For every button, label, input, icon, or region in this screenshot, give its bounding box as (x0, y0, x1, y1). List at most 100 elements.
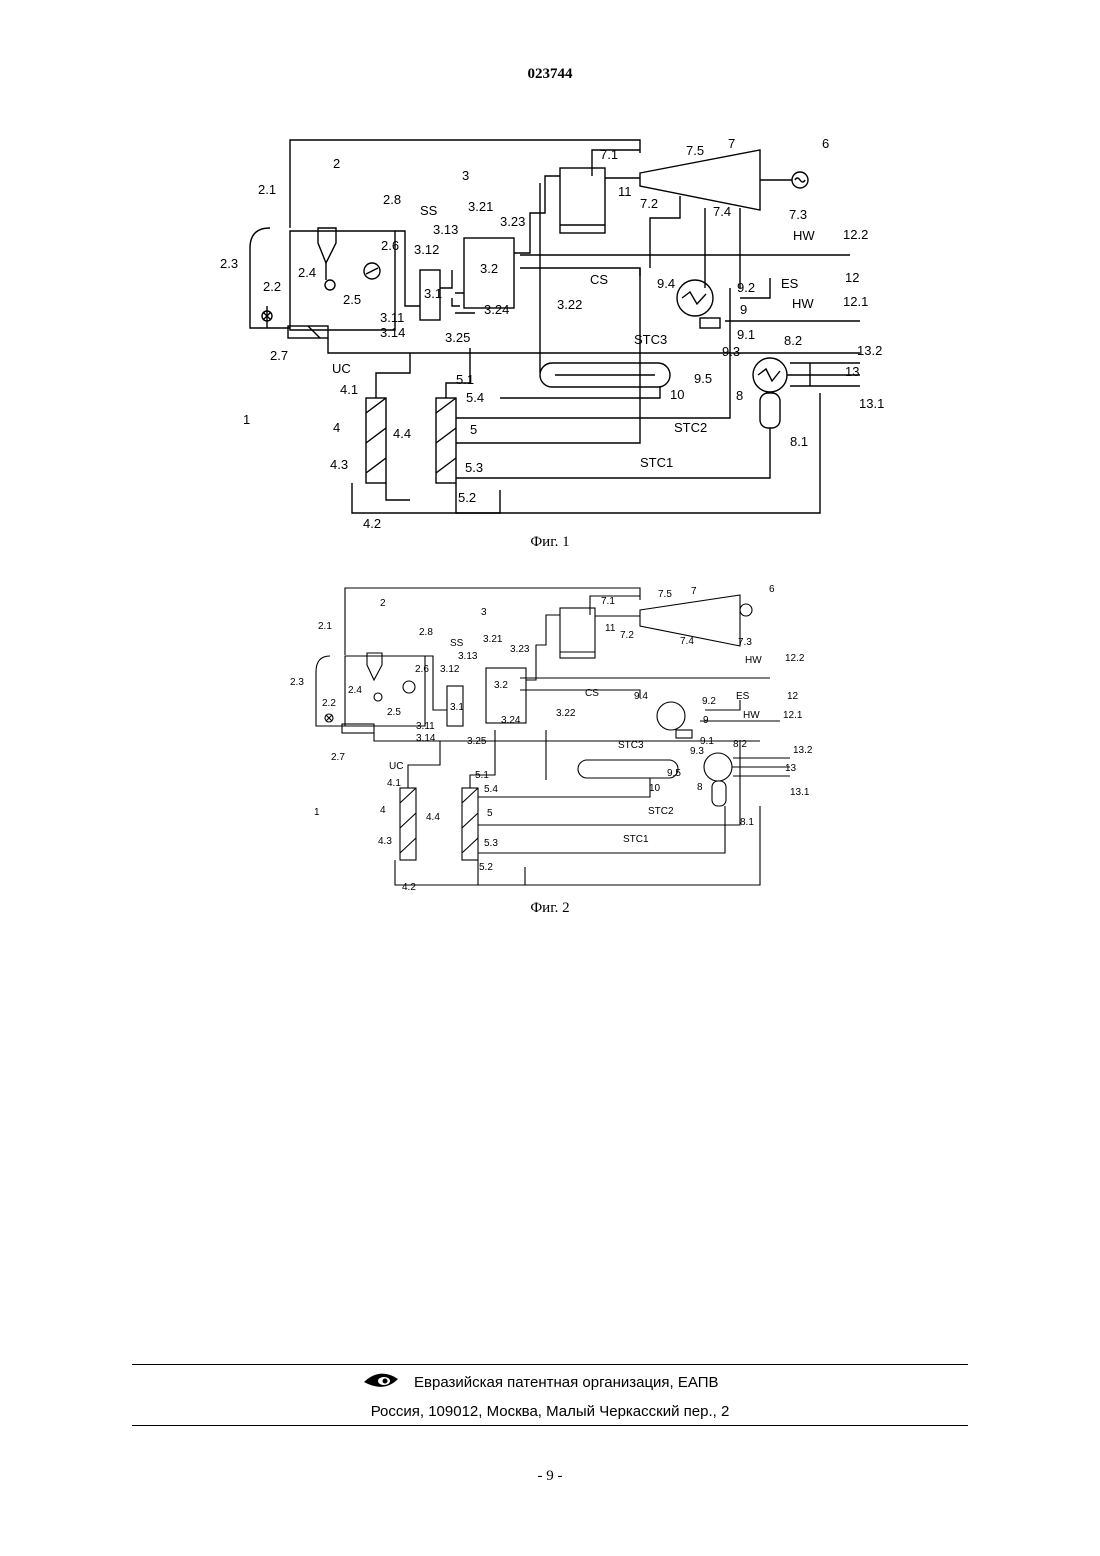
fig1-label-8-2: 8.2 (784, 333, 802, 348)
fig1-label-5-2: 5.2 (458, 490, 476, 505)
fig1-label-6: 6 (822, 136, 829, 151)
figure-2-schematic: 1 2 2.1 2.2 2.3 2.4 2.5 2.6 2.7 2.8 SS 3… (0, 580, 1100, 900)
fig1-label-9-3: 9.3 (722, 344, 740, 359)
page-number: - 9 - (0, 1468, 1100, 1485)
fig1-label-8-1: 8.1 (790, 434, 808, 449)
fig1-label-3-24: 3.24 (484, 302, 509, 317)
fig2-label-12: 12 (787, 691, 799, 702)
fig1-label-hw-bottom: HW (792, 296, 814, 311)
fig2-label-7-5: 7.5 (658, 589, 672, 600)
fig2-label-2-6: 2.6 (415, 664, 429, 675)
fig1-label-5: 5 (470, 422, 477, 437)
fig2-label-3-22: 3.22 (556, 708, 576, 719)
fig1-label-9-1: 9.1 (737, 327, 755, 342)
fig2-label-2-1: 2.1 (318, 621, 332, 632)
fig2-label-cs: CS (585, 688, 599, 699)
fig2-label-7-2: 7.2 (620, 630, 634, 641)
fig1-label-2-7: 2.7 (270, 348, 288, 363)
fig1-label-stc1: STC1 (640, 455, 673, 470)
fig1-label-3-22: 3.22 (557, 297, 582, 312)
fig1-label-3-2: 3.2 (480, 261, 498, 276)
fig2-label-10: 10 (649, 783, 661, 794)
fig2-label-8-2: 8.2 (733, 739, 747, 750)
footer-divider-top (132, 1364, 968, 1365)
fig1-label-2-1: 2.1 (258, 182, 276, 197)
fig2-label-12-1: 12.1 (783, 710, 803, 721)
fig2-label-2-7: 2.7 (331, 752, 345, 763)
fig2-label-hw-bottom: HW (743, 710, 760, 721)
fig2-label-9: 9 (703, 715, 709, 726)
fig2-label-3-1: 3.1 (450, 702, 464, 713)
document-number: 023744 (0, 66, 1100, 83)
fig1-label-2-2: 2.2 (263, 279, 281, 294)
fig1-label-7-2: 7.2 (640, 196, 658, 211)
fig2-label-9-2: 9.2 (702, 696, 716, 707)
fig2-label-3-11: 3.11 (416, 721, 435, 732)
fig1-label-1: 1 (243, 412, 250, 427)
fig1-label-9-4: 9.4 (657, 276, 675, 291)
fig1-label-2-8: 2.8 (383, 192, 401, 207)
fig2-label-9-4: 9.4 (634, 691, 648, 702)
fig2-label-6: 6 (769, 584, 775, 595)
fig2-label-8-1: 8.1 (740, 817, 754, 828)
fig1-label-3-12: 3.12 (414, 242, 439, 257)
fig2-label-2-4: 2.4 (348, 685, 362, 696)
fig1-label-uc: UC (332, 361, 351, 376)
fig1-label-3-11: 3.11 (380, 310, 404, 325)
fig1-label-cs: CS (590, 272, 608, 287)
fig1-label-stc2: STC2 (674, 420, 707, 435)
fig2-label-4-4: 4.4 (426, 812, 440, 823)
fig2-label-5-4: 5.4 (484, 784, 498, 795)
fig1-label-9-2: 9.2 (737, 280, 755, 295)
fig1-label-2: 2 (333, 156, 340, 171)
footer-address: Россия, 109012, Москва, Малый Черкасский… (0, 1403, 1100, 1420)
fig2-label-3-21: 3.21 (483, 634, 503, 645)
fig2-label-hw-top: HW (745, 655, 762, 666)
fig1-label-13-1: 13.1 (859, 396, 884, 411)
fig2-label-5-3: 5.3 (484, 838, 498, 849)
fig1-label-5-1: 5.1 (456, 372, 474, 387)
fig2-label-3-14: 3.14 (416, 733, 436, 744)
fig1-label-3-13: 3.13 (433, 222, 458, 237)
fig1-label-7-5: 7.5 (686, 143, 704, 158)
fig1-label-13-2: 13.2 (857, 343, 882, 358)
fig1-label-5-3: 5.3 (465, 460, 483, 475)
fig2-label-4-3: 4.3 (378, 836, 392, 847)
eapo-eye-icon (362, 1371, 402, 1393)
fig1-label-stc3: STC3 (634, 332, 667, 347)
fig1-label-2-6: 2.6 (381, 238, 399, 253)
fig2-label-stc2: STC2 (648, 806, 674, 817)
fig2-label-11: 11 (605, 623, 616, 634)
fig1-label-3-23: 3.23 (500, 214, 525, 229)
fig2-label-7-1: 7.1 (601, 596, 615, 607)
footer-organization: Евразийская патентная организация, ЕАПВ (414, 1374, 719, 1391)
fig2-label-7-4: 7.4 (680, 636, 694, 647)
fig1-label-7-4: 7.4 (713, 204, 731, 219)
fig2-label-3-2: 3.2 (494, 680, 508, 691)
fig2-label-2-8: 2.8 (419, 627, 433, 638)
fig2-label-stc3: STC3 (618, 740, 644, 751)
fig2-label-3-13: 3.13 (458, 651, 478, 662)
fig2-label-9-3: 9.3 (690, 746, 704, 757)
fig1-label-3-1: 3.1 (424, 286, 442, 301)
fig2-label-4-1: 4.1 (387, 778, 401, 789)
fig1-label-ss: SS (420, 203, 438, 218)
fig2-label-2-5: 2.5 (387, 707, 401, 718)
fig1-label-2-3: 2.3 (220, 256, 238, 271)
fig2-label-4: 4 (380, 805, 386, 816)
fig2-label-4-2: 4.2 (402, 882, 416, 893)
fig1-label-13: 13 (845, 364, 859, 379)
fig1-label-8: 8 (736, 388, 743, 403)
fig1-label-12-1: 12.1 (843, 294, 868, 309)
fig1-label-9: 9 (740, 302, 747, 317)
fig2-label-1: 1 (314, 807, 320, 818)
fig1-label-5-4: 5.4 (466, 390, 484, 405)
fig1-label-4-1: 4.1 (340, 382, 358, 397)
fig2-label-uc: UC (389, 761, 403, 772)
fig1-label-hw-top: HW (793, 228, 815, 243)
figure-1-schematic: 1 2 2.1 2.2 2.3 2.4 2.5 2.6 2.7 2.8 SS 3… (0, 128, 1100, 528)
fig1-label-7-1: 7.1 (600, 147, 618, 162)
fig1-label-9-5: 9.5 (694, 371, 712, 386)
fig2-label-7-3: 7.3 (738, 637, 752, 648)
